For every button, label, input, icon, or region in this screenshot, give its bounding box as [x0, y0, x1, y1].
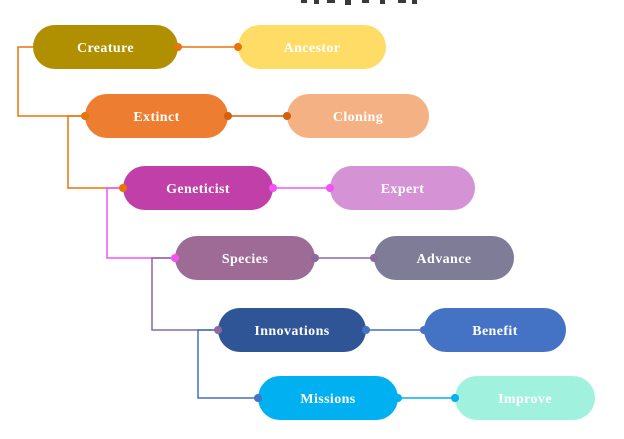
- dot-geneticist-in: [119, 184, 127, 192]
- dot-species-out: [311, 254, 319, 262]
- connector-creature-extinct: [17, 46, 85, 117]
- dot-innovations-in: [214, 326, 222, 334]
- node-geneticist-label: Geneticist: [166, 182, 230, 197]
- dot-benefit-in: [420, 326, 428, 334]
- dot-ancestor-in: [234, 43, 242, 51]
- node-innovations[interactable]: [218, 308, 366, 352]
- dot-species-in: [171, 254, 179, 262]
- dot-advance-in: [370, 254, 378, 262]
- node-missions-label: Missions: [300, 392, 355, 407]
- dot-missions-in: [254, 394, 262, 402]
- connector-geneticist-species: [106, 187, 175, 259]
- node-innovations-label: Innovations: [254, 324, 329, 339]
- dot-cloning-in: [283, 112, 291, 120]
- dot-innovations-out: [362, 326, 370, 334]
- node-species[interactable]: [175, 236, 315, 280]
- cropped-text-fragment: [301, 0, 417, 5]
- dot-missions-out: [394, 394, 402, 402]
- dot-extinct-out: [224, 112, 232, 120]
- connector-extinct-geneticist: [67, 115, 123, 189]
- node-ancestor[interactable]: [238, 25, 386, 69]
- node-cloning[interactable]: [287, 94, 429, 138]
- dot-extinct-in: [81, 112, 89, 120]
- node-expert-label: Expert: [381, 182, 425, 197]
- dot-improve-in: [451, 394, 459, 402]
- node-improve[interactable]: [455, 376, 595, 420]
- node-benefit-label: Benefit: [472, 324, 518, 339]
- node-advance-label: Advance: [417, 252, 472, 267]
- node-improve-label: Improve: [498, 392, 552, 407]
- node-extinct[interactable]: [85, 94, 228, 138]
- node-creature[interactable]: [33, 25, 178, 69]
- node-ancestor-label: Ancestor: [284, 41, 341, 56]
- dot-geneticist-out: [269, 184, 277, 192]
- connector-species-innovations: [151, 257, 218, 331]
- node-species-label: Species: [222, 252, 269, 267]
- node-expert[interactable]: [330, 166, 475, 210]
- dot-creature-out: [174, 43, 182, 51]
- node-missions[interactable]: [258, 376, 398, 420]
- connector-innovations-missions: [197, 329, 258, 399]
- dot-expert-in: [326, 184, 334, 192]
- node-advance[interactable]: [374, 236, 514, 280]
- node-cloning-label: Cloning: [333, 110, 383, 125]
- node-extinct-label: Extinct: [133, 110, 179, 125]
- node-creature-label: Creature: [77, 41, 134, 56]
- node-benefit[interactable]: [424, 308, 566, 352]
- node-geneticist[interactable]: [123, 166, 273, 210]
